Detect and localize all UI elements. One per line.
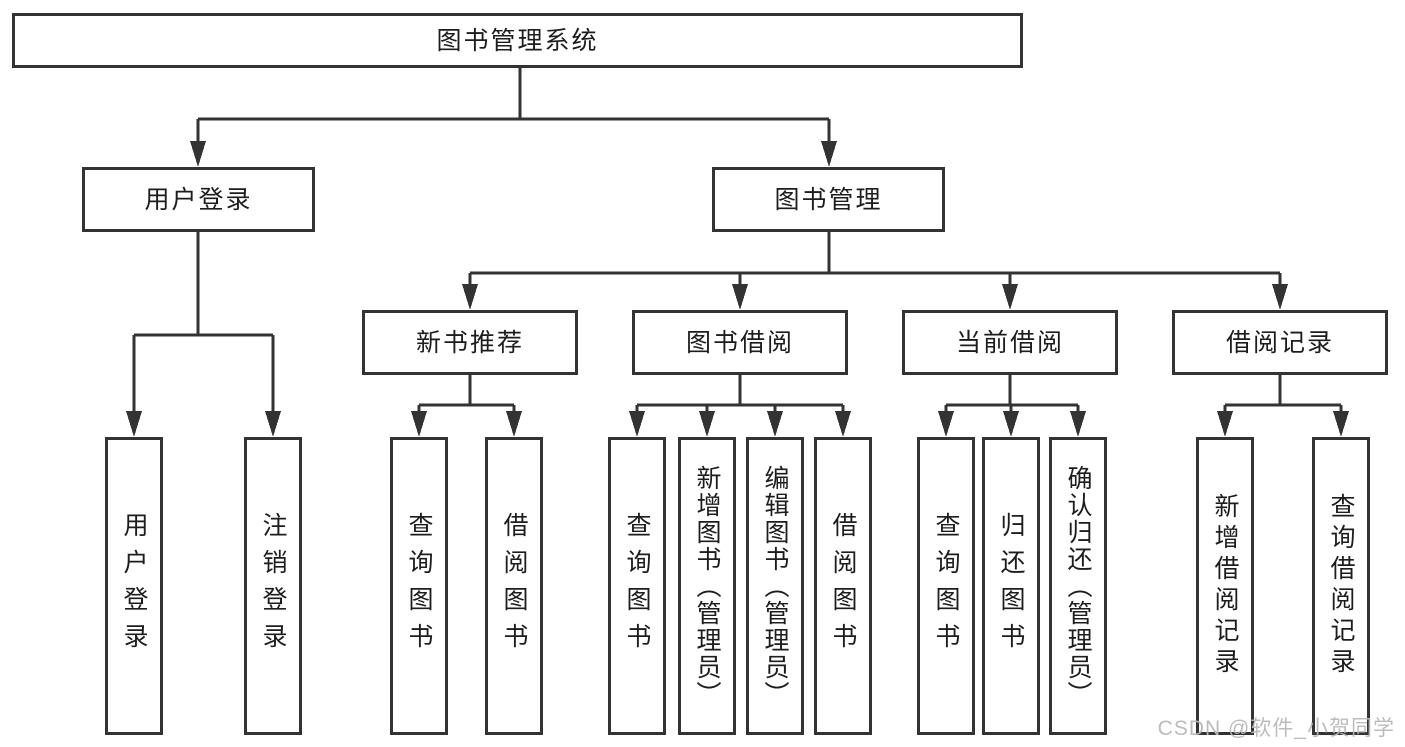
node-label: 借阅图书 bbox=[829, 512, 857, 660]
node-label: 借阅图书 bbox=[500, 512, 528, 660]
node-label: 用户登录 bbox=[120, 512, 148, 660]
node-label: 注销登录 bbox=[259, 512, 287, 660]
node-label: 查询图书 bbox=[623, 512, 651, 660]
leaf-add-books-admin: 新增图书（管理员） bbox=[678, 437, 736, 735]
leaf-logout: 注销登录 bbox=[244, 437, 302, 735]
leaf-query-books-borrowing: 查询图书 bbox=[608, 437, 666, 735]
node-user-login: 用户登录 bbox=[82, 167, 315, 232]
arrow-down-icon bbox=[462, 284, 478, 310]
node-current-borrowing: 当前借阅 bbox=[902, 310, 1118, 375]
node-label: 归还图书 bbox=[997, 512, 1025, 660]
connector-root-to-level2 bbox=[196, 68, 831, 144]
arrow-down-icon bbox=[1217, 411, 1233, 437]
node-label: 编辑图书（管理员） bbox=[761, 464, 789, 708]
arrow-down-icon bbox=[1272, 284, 1288, 310]
node-label: 用户登录 bbox=[144, 185, 253, 214]
node-book-borrowing: 图书借阅 bbox=[632, 310, 848, 375]
leaf-return-books: 归还图书 bbox=[982, 437, 1040, 735]
connector-borrow-record-group bbox=[1223, 375, 1343, 414]
node-label: 当前借阅 bbox=[955, 328, 1064, 357]
arrow-down-icon bbox=[732, 284, 748, 310]
leaf-query-borrow-record: 查询借阅记录 bbox=[1312, 437, 1370, 735]
arrow-down-icon bbox=[1002, 284, 1018, 310]
arrow-down-icon bbox=[126, 411, 142, 437]
leaf-edit-books-admin: 编辑图书（管理员） bbox=[746, 437, 804, 735]
arrow-down-icon bbox=[835, 411, 851, 437]
node-label: 查询图书 bbox=[932, 512, 960, 660]
node-label: 确认归还（管理员） bbox=[1064, 464, 1092, 708]
arrow-down-icon bbox=[1003, 411, 1019, 437]
node-label: 图书管理系统 bbox=[436, 26, 599, 55]
arrow-down-icon bbox=[265, 411, 281, 437]
leaf-borrow-books: 借阅图书 bbox=[814, 437, 872, 735]
connector-user-login-group bbox=[132, 232, 275, 414]
node-new-book-recommendation: 新书推荐 bbox=[362, 310, 578, 375]
node-label: 查询借阅记录 bbox=[1327, 493, 1355, 679]
leaf-user-login: 用户登录 bbox=[105, 437, 163, 735]
arrow-down-icon bbox=[821, 141, 837, 167]
leaf-add-borrow-record: 新增借阅记录 bbox=[1196, 437, 1254, 735]
node-label: 新书推荐 bbox=[415, 328, 524, 357]
arrow-down-icon bbox=[1070, 411, 1086, 437]
watermark-text: CSDN @软件_小贺同学 bbox=[1157, 717, 1395, 740]
arrow-down-icon bbox=[767, 411, 783, 437]
node-label: 借阅记录 bbox=[1225, 328, 1334, 357]
connector-book-management-group bbox=[468, 232, 1282, 287]
leaf-query-books-recommend: 查询图书 bbox=[390, 437, 448, 735]
node-label: 新增借阅记录 bbox=[1211, 493, 1239, 679]
node-label: 查询图书 bbox=[405, 512, 433, 660]
node-label: 新增图书（管理员） bbox=[693, 464, 721, 708]
arrow-down-icon bbox=[938, 411, 954, 437]
node-borrowing-records: 借阅记录 bbox=[1172, 310, 1388, 375]
connector-new-book-group bbox=[417, 375, 516, 414]
connector-current-borrow-group bbox=[944, 375, 1080, 414]
node-label: 图书借阅 bbox=[685, 328, 794, 357]
arrow-down-icon bbox=[1333, 411, 1349, 437]
arrow-down-icon bbox=[699, 411, 715, 437]
node-book-management: 图书管理 bbox=[712, 167, 945, 232]
arrow-down-icon bbox=[411, 411, 427, 437]
node-label: 图书管理 bbox=[774, 185, 883, 214]
node-library-management-system: 图书管理系统 bbox=[12, 13, 1023, 68]
leaf-borrow-books-recommend: 借阅图书 bbox=[485, 437, 543, 735]
arrow-down-icon bbox=[190, 141, 206, 167]
leaf-query-books-current: 查询图书 bbox=[917, 437, 975, 735]
leaf-confirm-return-admin: 确认归还（管理员） bbox=[1049, 437, 1107, 735]
connector-book-borrow-group bbox=[635, 375, 845, 414]
arrow-down-icon bbox=[629, 411, 645, 437]
arrow-down-icon bbox=[506, 411, 522, 437]
